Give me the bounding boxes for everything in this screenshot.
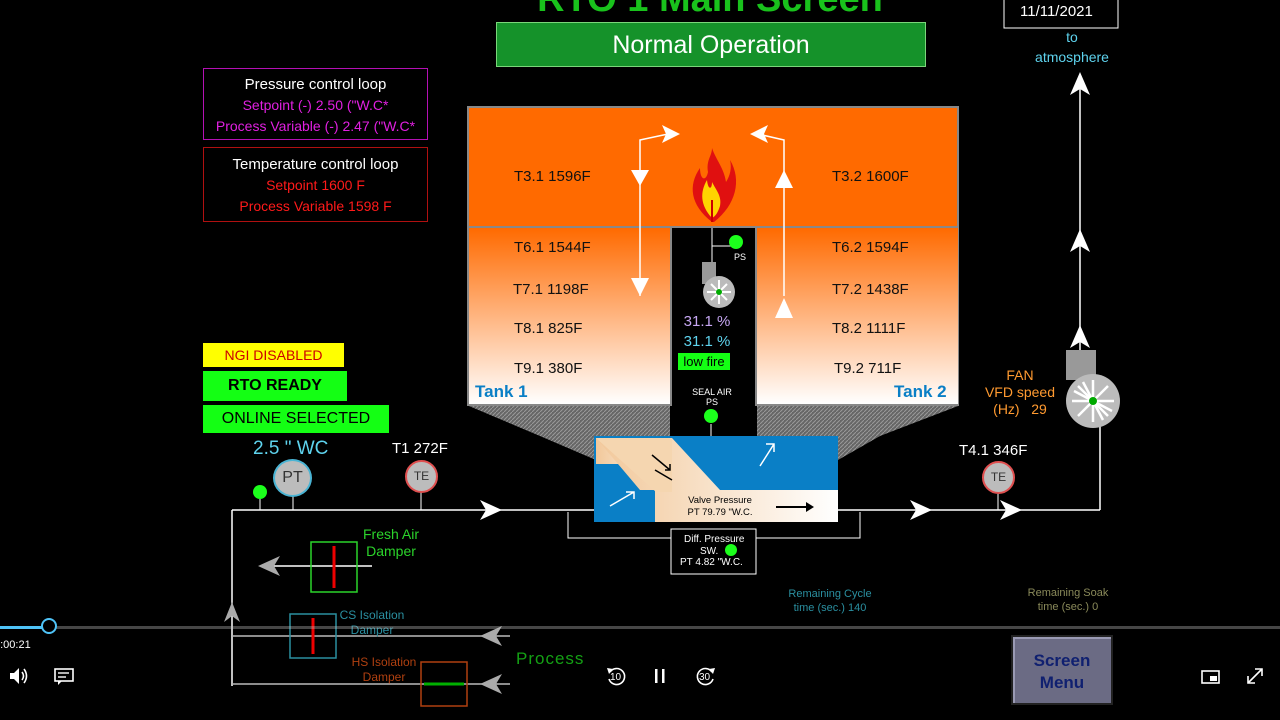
captions-icon[interactable] bbox=[53, 667, 75, 687]
valve-pressure-title: Valve Pressure bbox=[688, 495, 752, 506]
diff-pressure-value: PT 4.82 "W.C. bbox=[680, 557, 743, 568]
fan-hz-value: 29 bbox=[1031, 401, 1047, 417]
exhaust-to-label: to bbox=[1066, 29, 1078, 45]
remaining-cycle-info: Remaining Cycle time (sec.) 140 bbox=[770, 587, 890, 615]
seal-air-indicator bbox=[704, 409, 718, 423]
cs-damper-text: Damper bbox=[350, 623, 394, 637]
hs-isolation-damper-label: HS Isolation Damper bbox=[346, 655, 422, 685]
burner-pct-1: 31.1 % bbox=[683, 313, 731, 330]
status-banner: Normal Operation bbox=[496, 22, 926, 67]
cs-damper-symbol bbox=[289, 613, 337, 659]
seal-air-ps-text: PS bbox=[705, 397, 718, 407]
player-time: 0:00:21 bbox=[0, 639, 31, 651]
seal-air-text: SEAL AIR bbox=[692, 387, 732, 397]
ngi-status-badge: NGI DISABLED bbox=[203, 343, 344, 367]
exhaust-atmosphere-label: atmosphere bbox=[1035, 49, 1109, 65]
screen-title: RTO 1 Main Screen bbox=[520, 0, 900, 21]
fullscreen-icon[interactable] bbox=[1245, 666, 1265, 686]
status-banner-text: Normal Operation bbox=[612, 31, 810, 59]
valve-pressure-value: PT 79.79 "W.C. bbox=[687, 507, 753, 518]
cs-isolation-damper-label: CS Isolation Damper bbox=[334, 608, 410, 638]
forward-30-button[interactable]: 30 bbox=[694, 664, 718, 688]
fresh-air-damper-text: Damper bbox=[366, 543, 416, 559]
tank2-t8-reading: T8.2 1111F bbox=[832, 320, 906, 337]
diff-pressure-title: Diff. Pressure bbox=[684, 534, 745, 545]
tank1-t8-reading: T8.1 825F bbox=[514, 320, 583, 337]
fan-vfd-label: VFD speed bbox=[984, 384, 1056, 400]
tank2-t9-reading: T9.2 711F bbox=[834, 360, 902, 377]
remaining-soak-label: Remaining Soak bbox=[1027, 587, 1109, 599]
miniplayer-icon[interactable] bbox=[1200, 668, 1222, 686]
fan-hz-label: (Hz) bbox=[993, 401, 1020, 417]
diff-pressure-sw: SW. bbox=[700, 546, 719, 557]
tank2-label: Tank 2 bbox=[894, 382, 947, 401]
valve-pressure-label: Valve Pressure PT 79.79 "W.C. bbox=[660, 495, 780, 519]
fan-label: FAN bbox=[1006, 367, 1034, 383]
tank2-t6-reading: T6.2 1594F bbox=[832, 239, 909, 256]
screen-menu-line1: Screen bbox=[1033, 651, 1091, 670]
online-selected-badge[interactable]: ONLINE SELECTED bbox=[203, 405, 389, 433]
rewind-10-label: 10 bbox=[610, 672, 622, 683]
tank2-t7-reading: T7.2 1438F bbox=[832, 281, 909, 298]
exhaust-label: to atmosphere bbox=[1030, 27, 1114, 67]
player-progress-fill bbox=[0, 626, 49, 629]
fresh-air-damper-symbol bbox=[310, 541, 358, 593]
outlet-t4-reading: T4.1 346F bbox=[959, 442, 1028, 459]
temperature-loop-pv: Process Variable 1598 F bbox=[239, 198, 392, 214]
pressure-transmitter-pt[interactable]: PT bbox=[273, 459, 312, 497]
process-label: Process bbox=[516, 649, 585, 668]
player-progress-handle[interactable] bbox=[40, 618, 57, 634]
tank1-t9-reading: T9.1 380F bbox=[514, 360, 583, 377]
forward-30-label: 30 bbox=[699, 672, 711, 683]
temperature-control-loop[interactable]: Temperature control loop Setpoint 1600 F… bbox=[203, 147, 428, 222]
pressure-loop-setpoint: Setpoint (-) 2.50 ("W.C* bbox=[242, 97, 389, 113]
screen-menu-line2: Menu bbox=[1039, 673, 1085, 692]
pt-label: PT bbox=[282, 469, 303, 486]
hs-damper-text: Damper bbox=[362, 670, 406, 684]
hs-damper-symbol bbox=[420, 661, 468, 707]
diff-pressure-box bbox=[670, 528, 757, 575]
tank1-label: Tank 1 bbox=[475, 382, 528, 401]
pause-icon[interactable] bbox=[653, 668, 667, 684]
tank1-t6-reading: T6.1 1544F bbox=[514, 239, 591, 256]
outlet-te-label: TE bbox=[990, 470, 1007, 484]
burner-pct-2: 31.1 % bbox=[683, 333, 731, 350]
pressure-loop-pv: Process Variable (-) 2.47 ("W.C* bbox=[215, 118, 416, 134]
fresh-air-text: Fresh Air bbox=[362, 526, 419, 542]
inlet-temperature-element[interactable]: TE bbox=[405, 460, 438, 493]
player-progress-track[interactable] bbox=[0, 626, 1280, 629]
fan-info: FAN VFD speed (Hz) 29 bbox=[980, 367, 1060, 418]
outlet-temperature-element[interactable]: TE bbox=[982, 461, 1015, 494]
rto-ready-badge: RTO READY bbox=[203, 371, 347, 401]
inlet-pressure-switch-indicator bbox=[253, 485, 267, 499]
hs-isolation-text: HS Isolation bbox=[351, 655, 417, 669]
temperature-loop-setpoint: Setpoint 1600 F bbox=[266, 177, 365, 193]
tank-1 bbox=[469, 228, 670, 404]
remaining-soak-info: Remaining Soak time (sec.) 0 bbox=[1008, 586, 1128, 614]
temperature-loop-title: Temperature control loop bbox=[232, 156, 399, 173]
screen-menu-button[interactable]: Screen Menu bbox=[1011, 635, 1113, 705]
inlet-te-label: TE bbox=[413, 469, 430, 483]
diff-pressure-indicator bbox=[725, 544, 737, 556]
inlet-t1-reading: T1 272F bbox=[392, 440, 448, 457]
burner-ps-indicator bbox=[729, 235, 743, 249]
remaining-cycle-label: Remaining Cycle bbox=[788, 588, 872, 600]
rewind-10-button[interactable]: 10 bbox=[604, 664, 628, 688]
fresh-air-damper-label: Fresh Air Damper bbox=[356, 526, 426, 560]
remaining-cycle-time: time (sec.) 140 bbox=[793, 602, 867, 614]
volume-icon[interactable] bbox=[8, 666, 30, 686]
tank1-t3-reading: T3.1 1596F bbox=[514, 168, 591, 185]
fire-mode-badge: low fire bbox=[678, 353, 730, 370]
pressure-control-loop[interactable]: Pressure control loop Setpoint (-) 2.50 … bbox=[203, 68, 428, 140]
tank2-t3-reading: T3.2 1600F bbox=[832, 168, 909, 185]
tank1-t7-reading: T7.1 1198F bbox=[513, 281, 589, 298]
inlet-pressure-reading: 2.5 " WC bbox=[253, 438, 329, 459]
seal-air-label: SEAL AIR PS bbox=[682, 387, 742, 407]
remaining-soak-time: time (sec.) 0 bbox=[1037, 601, 1099, 613]
cs-isolation-text: CS Isolation bbox=[339, 608, 405, 622]
burner-ps-label: PS bbox=[734, 252, 747, 262]
pressure-loop-title: Pressure control loop bbox=[244, 76, 387, 93]
date-display: 11/11/2021 bbox=[1020, 3, 1093, 20]
